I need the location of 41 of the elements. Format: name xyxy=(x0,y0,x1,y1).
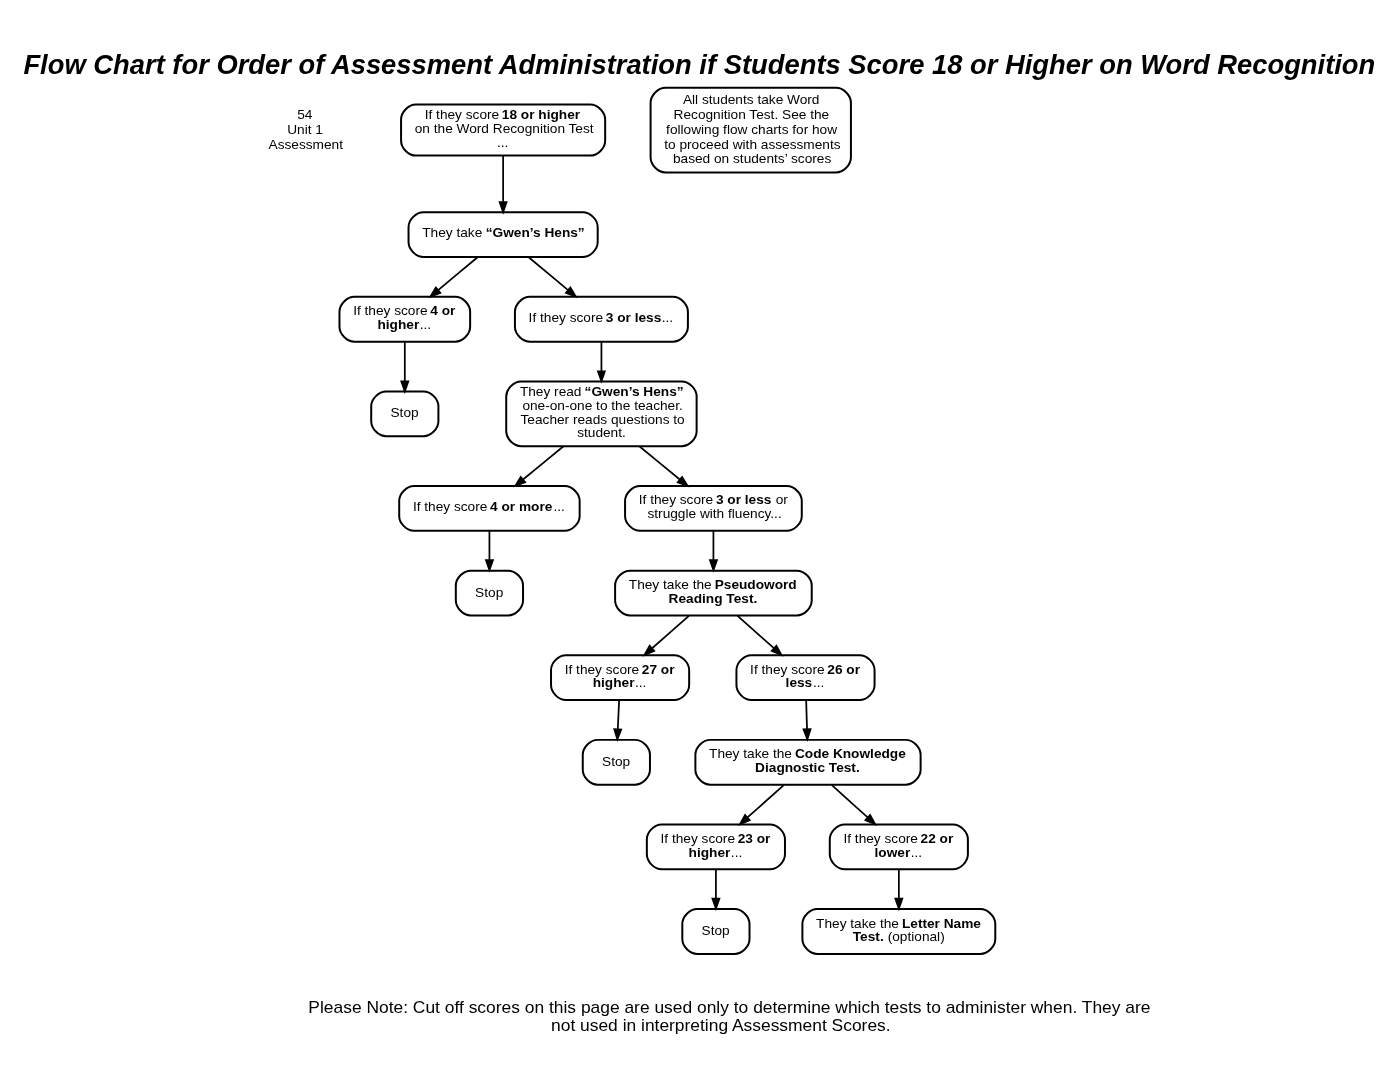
arrow xyxy=(484,529,495,573)
node-box: They take “Gwen’s Hens” xyxy=(407,210,599,258)
diagram-title: Flow Chart for Order of Assessment Administration if Students Score 18 or Higher on Word Recognition xyxy=(23,48,1376,80)
node-box: If they score 27 or higher... xyxy=(550,653,691,701)
node-box: Stop xyxy=(370,389,440,437)
caption: Please Note: Cut off scores on this page are used only to determine which tests to administer when. They are not used in interpreting Assessment Scores. xyxy=(308,996,1151,1035)
node-box: If they score 3 or less or struggle with fluency... xyxy=(624,484,803,532)
node-box: They take the Code Knowledge Diagnostic Test. xyxy=(694,738,922,786)
arrow xyxy=(596,340,607,384)
node-box: They take the Letter Name Test. (optional) xyxy=(801,907,997,955)
arrow xyxy=(642,614,690,657)
node-box: If they score 4 or more... xyxy=(398,484,581,532)
node-box: Stop xyxy=(454,569,525,616)
node-box: If they score 4 or higher... xyxy=(338,295,472,343)
arrow xyxy=(613,699,623,742)
node-box: If they score 23 or higher... xyxy=(645,823,786,870)
arrow xyxy=(711,868,721,911)
node-box: If they score 3 or less... xyxy=(513,295,689,343)
arrow xyxy=(428,256,479,298)
node-box: They take the Pseudoword Reading Test. xyxy=(614,569,813,616)
arrow xyxy=(802,699,812,742)
arrow xyxy=(894,868,904,911)
node-box: Stop xyxy=(581,738,651,786)
arrow xyxy=(831,783,878,826)
arrow xyxy=(498,154,508,215)
label: 54 xyxy=(297,106,313,122)
node-box: If they score 26 or less... xyxy=(735,653,876,701)
node-box: They read “Gwen’s Hens” one-on-one to the teacher. Teacher reads questions to student. xyxy=(505,380,698,447)
arrow xyxy=(528,256,578,298)
arrow xyxy=(513,444,565,488)
arrow xyxy=(708,529,719,573)
node-box: Stop xyxy=(681,907,751,955)
arrow xyxy=(400,340,410,394)
label: Assessment xyxy=(268,136,344,152)
arrow xyxy=(638,444,690,488)
arrow xyxy=(737,783,785,826)
arrow xyxy=(736,614,784,657)
node-box: All students take Word Recognition Test. See the following flow charts for how to proceed with assessments based on students’ scores xyxy=(649,86,852,173)
node-box: If they score 18 or higher on the Word Recognition Test ... xyxy=(400,103,607,157)
node-box: If they score 22 or lower... xyxy=(828,823,969,870)
label: Unit 1 xyxy=(287,121,323,137)
